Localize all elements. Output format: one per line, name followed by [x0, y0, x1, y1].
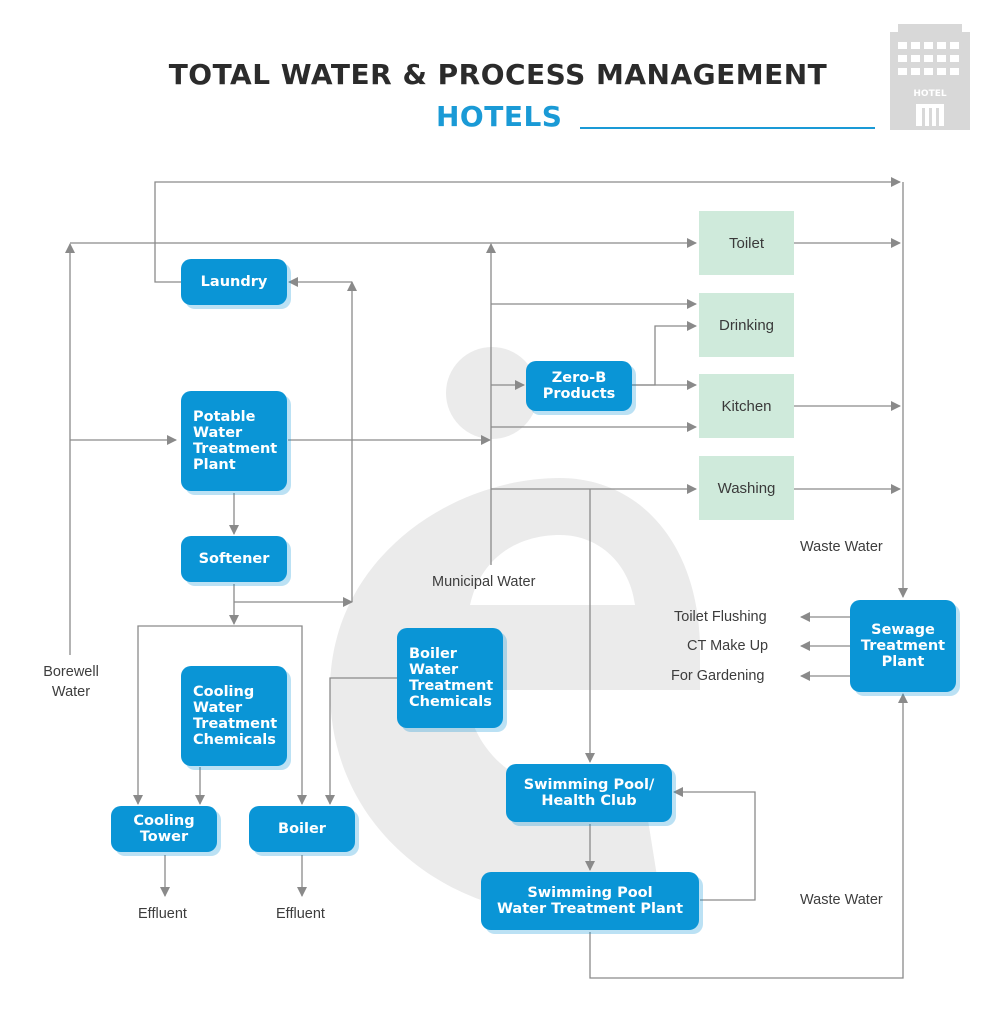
- ct-make-up-label: CT Make Up: [687, 638, 769, 654]
- boiler-label: Boiler: [278, 821, 326, 837]
- stp-label-line-2: Treatment: [860, 638, 946, 654]
- bwt-label-line-4: Chemicals: [409, 694, 492, 710]
- hotel-sign: HOTEL: [913, 89, 946, 99]
- line-pool-stp: [589, 693, 908, 979]
- line-laundry-top: [154, 177, 901, 283]
- softener-box: Softener: [181, 536, 287, 582]
- for-gardening-label: For Gardening: [671, 668, 765, 684]
- hotel-building-icon: HOTEL: [890, 24, 970, 130]
- cooling-water-treatment-chemicals-box: Cooling Water Treatment Chemicals: [181, 666, 287, 766]
- cwt-label-line-2: Water: [193, 700, 243, 716]
- waste-water-bottom-label: Waste Water: [800, 892, 883, 908]
- stp-label-line-3: Plant: [881, 654, 925, 670]
- municipal-water-label: Municipal Water: [432, 574, 536, 590]
- stp-label-line-1: Sewage: [871, 622, 935, 638]
- line-bwt-boiler: [325, 677, 397, 805]
- laundry-box: Laundry: [181, 259, 287, 305]
- boiler-water-treatment-chemicals-box: Boiler Water Treatment Chemicals: [397, 628, 503, 728]
- title-underline: [580, 127, 875, 129]
- cwt-label-line-4: Chemicals: [193, 732, 276, 748]
- pool-plant-label-line-2: Water Treatment Plant: [496, 901, 684, 917]
- waste-water-top-label: Waste Water: [800, 539, 883, 555]
- swimming-pool-water-treatment-plant-box: Swimming Pool Water Treatment Plant: [481, 872, 699, 930]
- line-treatment-pool-return: [673, 787, 756, 901]
- swimming-pool-health-club-box: Swimming Pool/ Health Club: [506, 764, 672, 822]
- toilet-use-box: Toilet: [699, 211, 794, 275]
- pool-label-line-2: Health Club: [541, 793, 637, 809]
- potable-label-line-1: Potable: [193, 409, 256, 425]
- line-zerob-drinking: [632, 321, 697, 386]
- potable-label-line-3: Treatment: [193, 441, 278, 457]
- pool-label-line-1: Swimming Pool/: [523, 777, 655, 793]
- cooling-tower-label-line-1: Cooling: [133, 813, 195, 829]
- bwt-label-line-1: Boiler: [409, 646, 457, 662]
- page-title: TOTAL WATER & PROCESS MANAGEMENT: [168, 58, 828, 91]
- toilet-flushing-label: Toilet Flushing: [674, 609, 767, 625]
- cooling-tower-box: Cooling Tower: [111, 806, 217, 852]
- zero-b-products-box: Zero-B Products: [526, 361, 632, 411]
- effluent-cooling-label: Effluent: [138, 906, 187, 922]
- cooling-tower-label-line-2: Tower: [139, 829, 189, 845]
- borewell-water-label: Borewell Water: [30, 662, 112, 702]
- sewage-treatment-plant-box: Sewage Treatment Plant: [850, 600, 956, 692]
- line-softener-boiler: [234, 625, 307, 805]
- cwt-label-line-1: Cooling: [193, 684, 255, 700]
- softener-label: Softener: [198, 551, 270, 567]
- borewell-label-line-2: Water: [51, 684, 91, 700]
- effluent-boiler-label: Effluent: [276, 906, 325, 922]
- bwt-label-line-3: Treatment: [409, 678, 494, 694]
- drinking-use-box: Drinking: [699, 293, 794, 357]
- washing-label: Washing: [717, 479, 776, 497]
- toilet-label: Toilet: [728, 234, 765, 252]
- pool-plant-label-line-1: Swimming Pool: [527, 885, 653, 901]
- boiler-box: Boiler: [249, 806, 355, 852]
- bwt-label-line-2: Water: [409, 662, 459, 678]
- potable-label-line-2: Water: [193, 425, 243, 441]
- drinking-label: Drinking: [718, 316, 775, 334]
- potable-water-treatment-plant-box: Potable Water Treatment Plant: [181, 391, 287, 491]
- line-softener-cooling-tower: [133, 625, 234, 805]
- zero-b-label-line-2: Products: [542, 386, 616, 402]
- laundry-label: Laundry: [200, 274, 268, 290]
- potable-label-line-4: Plant: [193, 457, 236, 473]
- cwt-label-line-3: Treatment: [193, 716, 278, 732]
- washing-use-box: Washing: [699, 456, 794, 520]
- page-subtitle: HOTELS: [436, 100, 563, 133]
- watermark-logo: [330, 347, 700, 915]
- kitchen-label: Kitchen: [721, 397, 772, 415]
- kitchen-use-box: Kitchen: [699, 374, 794, 438]
- borewell-label-line-1: Borewell: [43, 664, 99, 680]
- zero-b-label-line-1: Zero-B: [551, 370, 607, 386]
